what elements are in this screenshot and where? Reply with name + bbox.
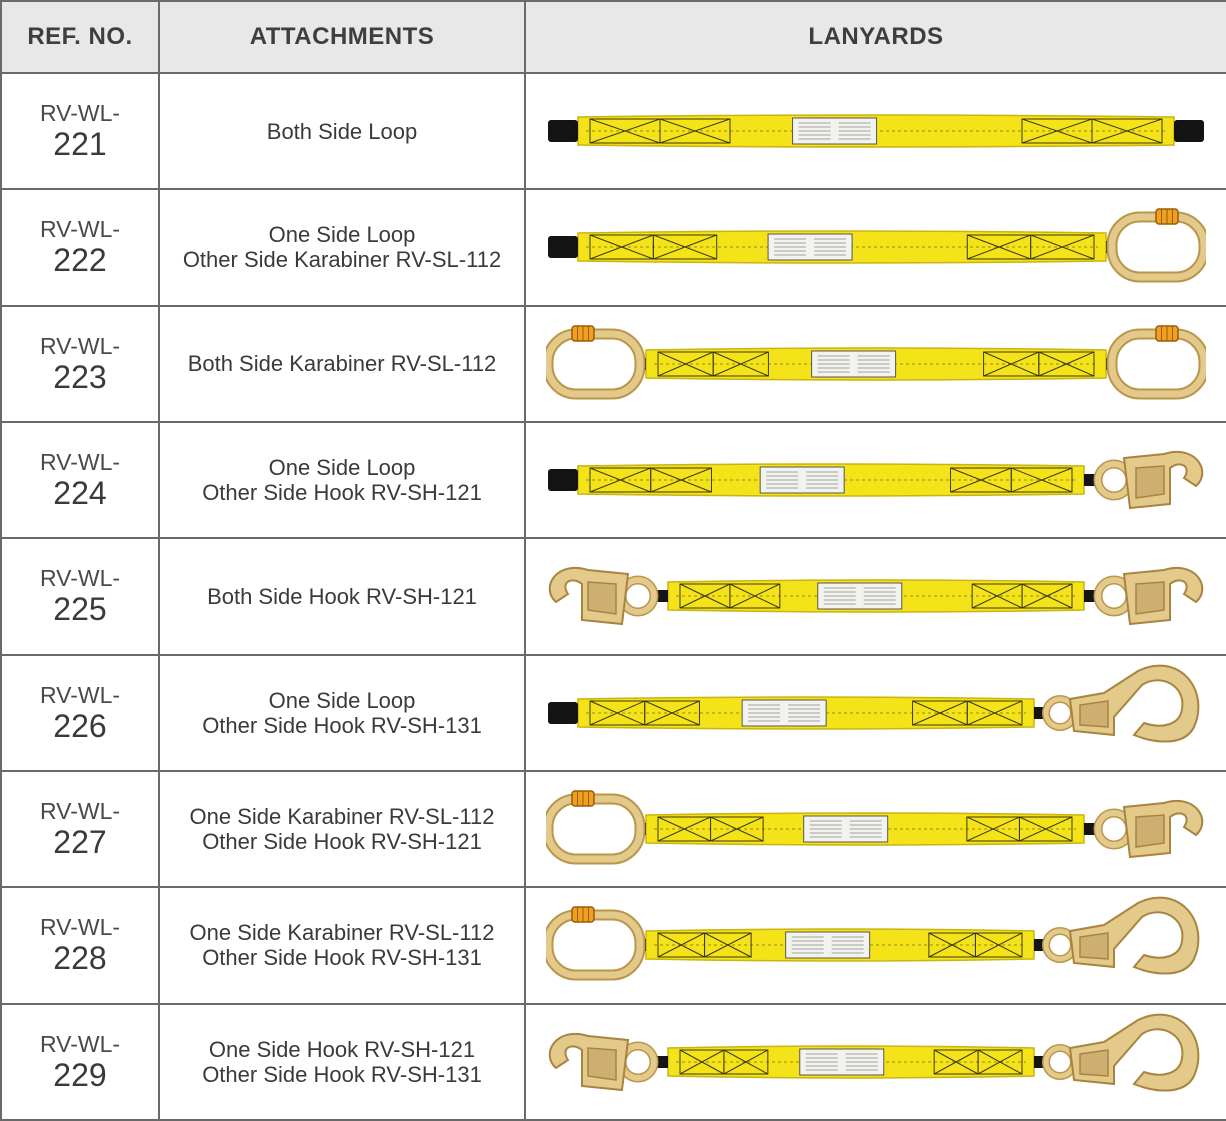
ref-number: 227 <box>53 824 107 861</box>
table-header-row: REF. NO. ATTACHMENTS LANYARDS <box>0 0 1226 74</box>
ref-prefix: RV-WL- <box>39 681 121 708</box>
lanyard-illustration <box>546 897 1200 981</box>
lanyard-image-cell <box>524 420 1226 540</box>
attachment-line: Other Side Hook RV-SH-131 <box>202 712 482 738</box>
table-row: RV-WL-223 Both Side Karabiner RV-SL-112 <box>0 304 1226 423</box>
attachment-line: One Side Loop <box>268 455 416 481</box>
ref-number: 228 <box>53 940 107 977</box>
ref-number-cell: RV-WL-224 <box>0 420 160 540</box>
lanyard-image-cell <box>524 769 1226 889</box>
attachment-line: Other Side Hook RV-SH-131 <box>202 945 482 971</box>
ref-number-cell: RV-WL-228 <box>0 886 160 1005</box>
ref-number-cell: RV-WL-227 <box>0 769 160 889</box>
ref-number: 224 <box>53 475 107 512</box>
ref-number: 225 <box>53 591 107 628</box>
ref-prefix: RV-WL- <box>39 914 121 941</box>
lanyard-illustration <box>548 451 1204 510</box>
attachment-line: Both Side Karabiner RV-SL-112 <box>187 351 497 377</box>
header-attachments: ATTACHMENTS <box>158 0 526 74</box>
ref-prefix: RV-WL- <box>39 100 121 127</box>
ref-prefix: RV-WL- <box>39 565 121 592</box>
lanyard-illustration <box>546 790 1204 865</box>
ref-prefix: RV-WL- <box>39 449 121 476</box>
ref-number-cell: RV-WL-229 <box>0 1002 160 1121</box>
attachment-line: One Side Karabiner RV-SL-112 <box>189 920 495 946</box>
lanyard-image-cell <box>524 653 1226 772</box>
attachment-line: One Side Karabiner RV-SL-112 <box>189 804 495 830</box>
ref-number: 229 <box>53 1056 107 1093</box>
attachment-line: One Side Hook RV-SH-121 <box>208 1036 476 1062</box>
ref-number: 221 <box>53 126 107 163</box>
attachments-cell: Both Side Hook RV-SH-121 <box>158 537 526 656</box>
ref-number: 226 <box>53 707 107 744</box>
attachment-line: Other Side Hook RV-SH-131 <box>202 1061 482 1087</box>
attachment-line: Both Side Loop <box>266 118 418 144</box>
table-row: RV-WL-225 Both Side Hook RV-SH-121 <box>0 537 1226 656</box>
attachment-line: One Side Loop <box>268 687 416 713</box>
attachments-cell: Both Side Karabiner RV-SL-112 <box>158 304 526 423</box>
ref-number-cell: RV-WL-225 <box>0 537 160 656</box>
lanyard-image-cell <box>524 537 1226 656</box>
lanyard-image-cell <box>524 304 1226 423</box>
ref-number-cell: RV-WL-221 <box>0 71 160 191</box>
lanyard-illustration <box>548 114 1204 148</box>
table-row: RV-WL-221 Both Side Loop <box>0 71 1226 191</box>
ref-number-cell: RV-WL-226 <box>0 653 160 772</box>
lanyard-image-cell <box>524 71 1226 191</box>
ref-prefix: RV-WL- <box>39 1030 121 1057</box>
ref-prefix: RV-WL- <box>39 332 121 359</box>
lanyard-image-cell <box>524 1002 1226 1121</box>
header-lanyards: LANYARDS <box>524 0 1226 74</box>
attachment-line: Other Side Karabiner RV-SL-112 <box>182 247 502 273</box>
ref-prefix: RV-WL- <box>39 798 121 825</box>
lanyard-illustration <box>548 1013 1200 1092</box>
attachments-cell: Both Side Loop <box>158 71 526 191</box>
attachment-line: Other Side Hook RV-SH-121 <box>202 829 482 855</box>
lanyard-image-cell <box>524 886 1226 1005</box>
lanyard-illustration <box>548 567 1204 626</box>
lanyard-illustration <box>546 325 1206 400</box>
ref-number-cell: RV-WL-222 <box>0 188 160 307</box>
lanyard-illustration <box>548 664 1200 743</box>
lanyard-image-cell <box>524 188 1226 307</box>
ref-prefix: RV-WL- <box>39 216 121 243</box>
attachment-line: Both Side Hook RV-SH-121 <box>207 583 477 609</box>
ref-number: 223 <box>53 358 107 395</box>
header-ref-no: REF. NO. <box>0 0 160 74</box>
lanyard-illustration <box>548 208 1206 283</box>
attachment-line: One Side Loop <box>268 222 416 248</box>
ref-number-cell: RV-WL-223 <box>0 304 160 423</box>
ref-number: 222 <box>53 242 107 279</box>
attachment-line: Other Side Hook RV-SH-121 <box>202 480 482 506</box>
